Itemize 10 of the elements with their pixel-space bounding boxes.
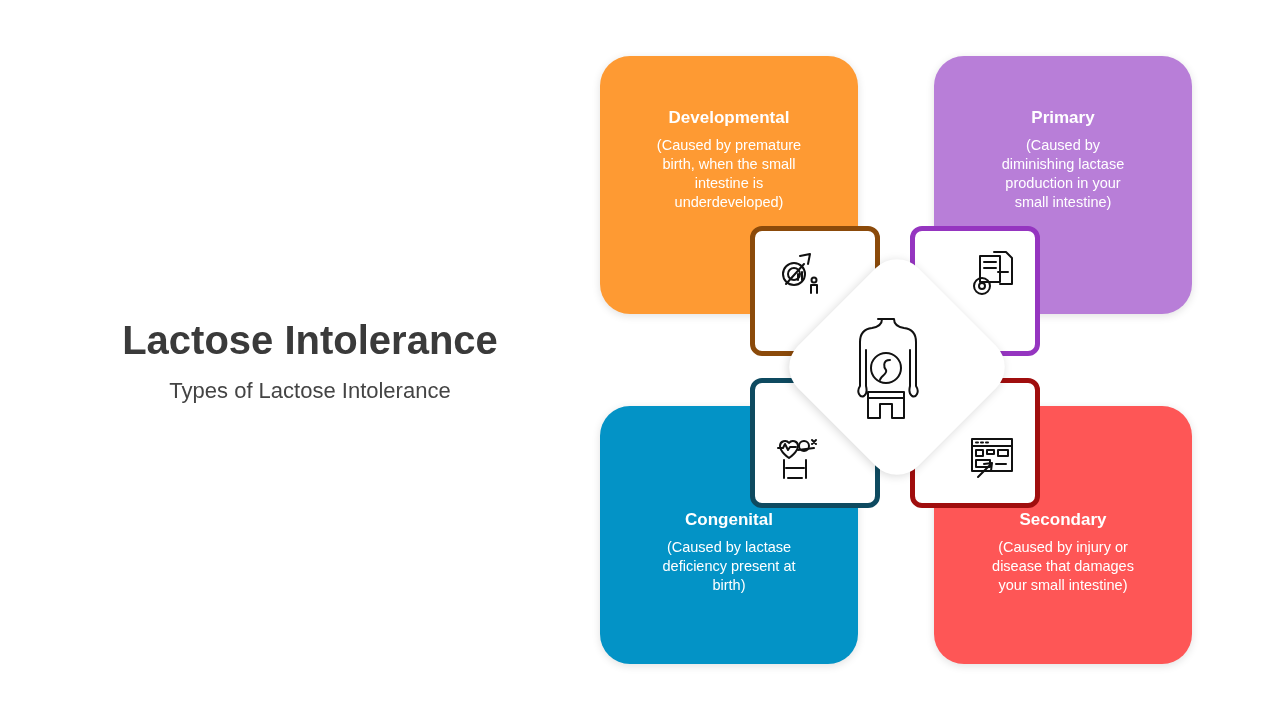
card-description: (Caused by injury or disease that damages your small intestine) [991, 538, 1135, 595]
card-description: (Caused by lactase deficiency present at birth) [661, 538, 797, 595]
card-heading: Developmental [667, 108, 791, 128]
card-heading: Secondary [1018, 510, 1108, 530]
card-heading: Congenital [684, 510, 774, 530]
card-description: (Caused by premature birth, when the small intestine is underdeveloped) [655, 136, 803, 212]
card-heading: Primary [1030, 108, 1096, 128]
subtitle: Types of Lactose Intolerance [168, 378, 452, 404]
card-description: (Caused by diminishing lactase production in your small intestine) [1000, 136, 1126, 212]
title: Lactose Intolerance [121, 318, 499, 363]
